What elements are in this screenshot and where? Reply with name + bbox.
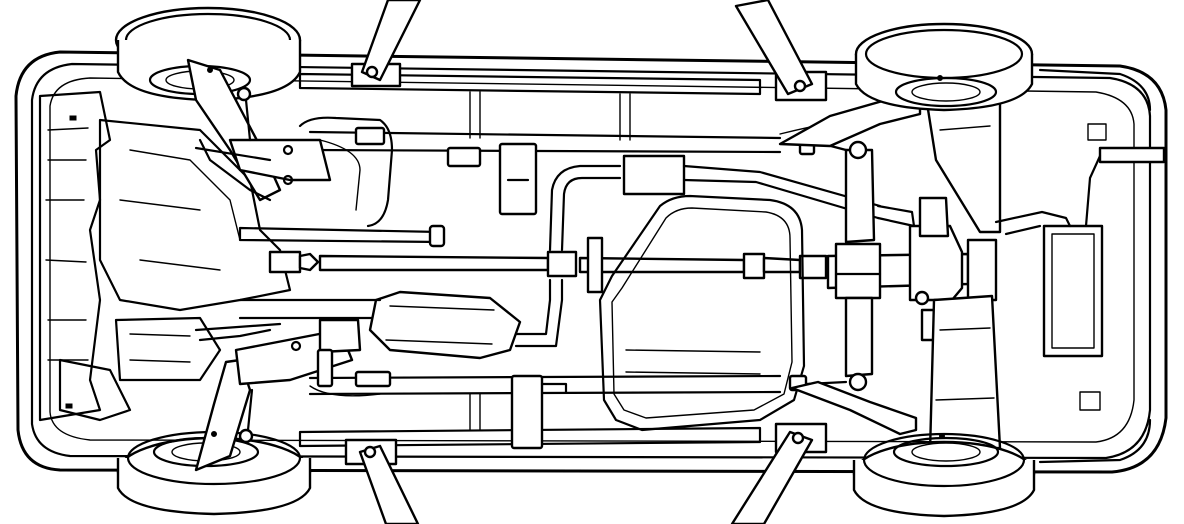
steering-rack	[238, 224, 446, 248]
rear-right-wheel	[852, 432, 1036, 518]
detail-marks	[65, 67, 945, 439]
rear-bumper	[1038, 68, 1152, 464]
front-suspension	[186, 58, 362, 472]
fuel-tank	[598, 194, 806, 432]
drive-shaft	[268, 236, 828, 294]
front-lift-points	[344, 0, 422, 524]
rear-left-wheel	[854, 22, 1034, 112]
frame-rails	[298, 72, 782, 448]
exhaust-system	[238, 154, 916, 360]
rear-lift-points	[730, 0, 828, 524]
rear-axle	[826, 196, 998, 342]
front-right-wheel	[116, 430, 312, 516]
mounting-brackets	[316, 126, 816, 450]
body-outline	[14, 50, 1168, 474]
tail-pipe	[1084, 146, 1166, 228]
muffler	[994, 210, 1104, 358]
engine-block	[38, 90, 292, 422]
